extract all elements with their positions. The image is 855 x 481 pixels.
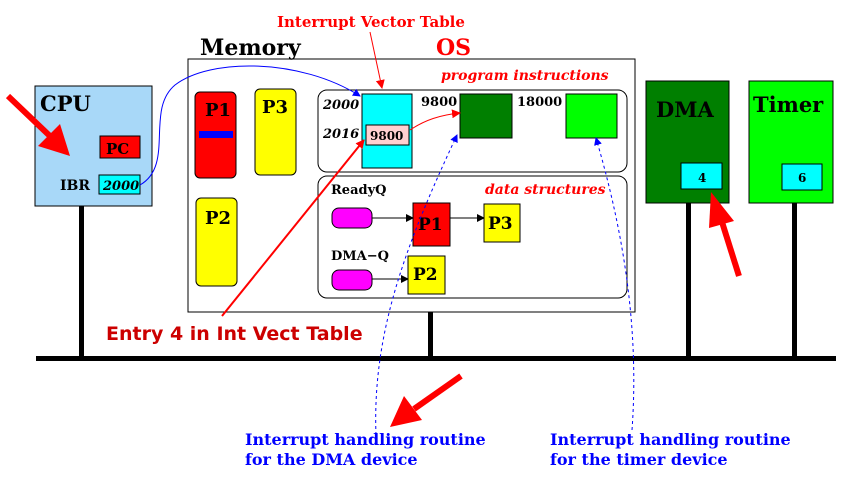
entry4-label: Entry 4 in Int Vect Table [106, 323, 363, 345]
dma-routine-label-line1: Interrupt handling routine [245, 430, 486, 449]
data-structures-region [317, 175, 628, 299]
cpu-pointer-arrow [5, 93, 55, 141]
dma-label: DMA [656, 97, 714, 122]
timer-routine-label-line2: for the timer device [550, 450, 728, 469]
timer-label: Timer [753, 92, 824, 117]
memory-box: Memory OS P1 P3 P2 program instructions … [187, 35, 636, 313]
readyq-p1 [412, 202, 451, 247]
timer-routine-label-line1: Interrupt handling routine [550, 430, 791, 449]
dmaq-p2 [407, 255, 446, 295]
blue-arrows [139, 65, 635, 436]
timer-handler-code [565, 93, 618, 139]
p1-stripe [199, 131, 233, 138]
p1-label: P1 [205, 100, 231, 121]
dma-pointer-arrowhead [709, 192, 734, 228]
memory-label: Memory [200, 35, 302, 61]
ivt-entry-4 [365, 124, 410, 146]
dmaq-label: DMA−Q [331, 249, 389, 264]
readyq-head [331, 207, 373, 229]
address-9800: 9800 [421, 95, 457, 110]
p3-block [254, 88, 297, 176]
address-2016: 2016 [322, 127, 359, 142]
timer-register [781, 163, 823, 191]
address-2000: 2000 [322, 98, 359, 113]
pc-label: PC [106, 140, 129, 158]
entry4-arrow [221, 139, 365, 317]
readyq-p1-label: P1 [418, 215, 443, 235]
system-bus [36, 203, 836, 361]
dma-handler-code [459, 93, 513, 139]
routine-pointer-arrowhead [390, 396, 422, 427]
address-18000: 18000 [517, 95, 562, 110]
dma-routine-pointer [375, 134, 458, 436]
os-label: OS [436, 35, 471, 61]
pc-register [99, 135, 141, 159]
readyq-p3-label: P3 [488, 214, 513, 234]
program-instructions-label: program instructions [441, 68, 609, 84]
dma-register [680, 162, 723, 190]
timer-routine-pointer [594, 137, 635, 431]
p3-label: P3 [262, 97, 288, 118]
ibr-value: 2000 [102, 179, 139, 194]
program-instructions-region [317, 89, 628, 173]
dma-device: DMA 4 [645, 80, 730, 204]
ivt-to-dma-handler-arrow [409, 109, 461, 131]
dma-routine-label-line2: for the DMA device [245, 450, 418, 469]
dmaq-p2-label: P2 [413, 265, 438, 285]
ibr-label: IBR [60, 178, 90, 194]
dmaq-head [331, 269, 373, 291]
p2-label: P2 [205, 208, 231, 229]
dma-register-value: 4 [698, 171, 706, 185]
readyq-p3 [483, 203, 521, 243]
cpu-pointer-arrowhead [38, 124, 70, 156]
ibr-to-ivt-arrow [139, 65, 361, 186]
timer-device: Timer 6 [748, 80, 834, 204]
readyq-label: ReadyQ [331, 183, 386, 198]
ivt-title-arrow [369, 31, 385, 89]
timer-register-value: 6 [798, 171, 806, 185]
dma-pointer-arrow [719, 221, 742, 277]
data-structures-label: data structures [485, 182, 606, 198]
ivt-title: Interrupt Vector Table [277, 13, 465, 31]
p2-block [195, 197, 238, 287]
red-arrows [5, 31, 742, 427]
cpu-label: CPU [40, 91, 91, 116]
routine-pointer-arrow [412, 373, 463, 412]
ivt-entry-value: 9800 [370, 129, 403, 143]
